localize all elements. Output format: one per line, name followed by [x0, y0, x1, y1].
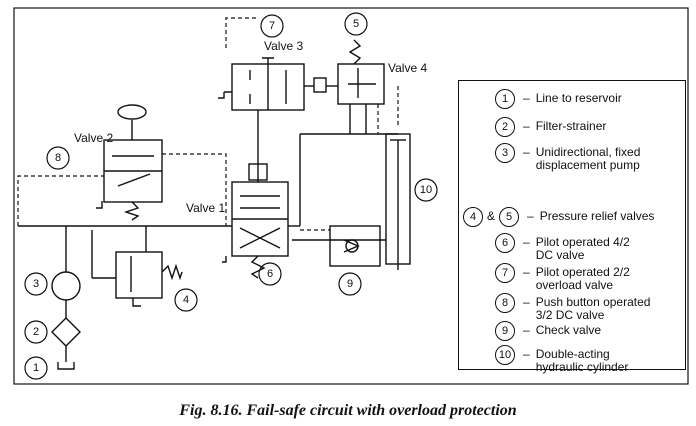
diagram-frame — [13, 7, 689, 385]
legend-dash: – — [523, 119, 530, 133]
legend-number: 9 — [495, 321, 515, 341]
legend-dash: – — [523, 91, 530, 105]
legend-dash: – — [523, 323, 530, 337]
legend-dash: – — [523, 347, 530, 361]
legend-text: Unidirectional, fixed displacement pump — [535, 145, 641, 172]
legend-number: 8 — [495, 293, 515, 313]
legend-number: 2 — [495, 117, 515, 137]
legend-text: Double-acting hydraulic cylinder — [535, 347, 629, 374]
marker-8: 8 — [55, 152, 61, 164]
legend-dash: – — [527, 209, 534, 223]
legend-dash: – — [523, 145, 530, 159]
legend-item-4-5: 4 & 5 – Pressure relief valves — [463, 207, 683, 227]
check-valve-9 — [329, 225, 381, 267]
marker-7: 7 — [269, 20, 275, 32]
reservoir-1-symbol — [57, 362, 75, 370]
legend-text: Push button operated 3/2 DC valve — [535, 295, 651, 322]
valve-3-label: Valve 3 — [264, 39, 303, 53]
legend-text: Check valve — [535, 323, 602, 337]
legend-text: Pressure relief valves — [539, 209, 655, 223]
valve-2-label: Valve 2 — [74, 131, 113, 145]
figure-caption: Fig. 8.16. Fail-safe circuit with overlo… — [179, 402, 517, 419]
valve-4-label: Valve 4 — [388, 61, 427, 75]
legend-number: 1 — [495, 89, 515, 109]
marker-1: 1 — [33, 362, 39, 374]
pump-symbol — [51, 271, 81, 301]
legend-dash: – — [523, 235, 530, 249]
legend-number: 6 — [495, 233, 515, 253]
filter-symbol — [51, 317, 81, 347]
legend-number: 4 — [463, 207, 483, 227]
legend-number: 10 — [495, 345, 515, 365]
marker-5: 5 — [353, 18, 359, 30]
valve-4 — [337, 63, 385, 105]
valve-1-pilot — [248, 163, 268, 181]
marker-4: 4 — [183, 294, 189, 306]
pilot-line-valve-2 — [17, 175, 104, 226]
legend-item-10: 10 – Double-acting hydraulic cylinder — [495, 345, 681, 374]
legend-number: 3 — [495, 143, 515, 163]
legend-number: 5 — [499, 207, 520, 227]
legend-item-8: 8 – Push button operated 3/2 DC valve — [495, 293, 681, 322]
legend-text: Pilot operated 4/2 DC valve — [535, 235, 630, 262]
valve-4-pilot — [313, 77, 327, 93]
legend-text: Pilot operated 2/2 overload valve — [535, 265, 630, 292]
legend-item-6: 6 – Pilot operated 4/2 DC valve — [495, 233, 681, 262]
legend-ampersand: & — [487, 209, 496, 223]
push-button-symbol — [117, 104, 147, 120]
legend-item-3: 3 – Unidirectional, fixed displacement p… — [495, 143, 681, 172]
relief-valve-4 — [115, 251, 163, 299]
marker-3: 3 — [33, 278, 39, 290]
legend-item-1: 1 – Line to reservoir — [495, 89, 681, 109]
legend-number: 7 — [495, 263, 515, 283]
marker-2: 2 — [33, 326, 39, 338]
pilot-line-valve-3 — [225, 17, 256, 48]
legend-dash: – — [523, 265, 530, 279]
marker-9: 9 — [347, 278, 353, 290]
legend-text: Line to reservoir — [535, 91, 622, 105]
legend-item-2: 2 – Filter-strainer — [495, 117, 681, 137]
legend-box: 1 – Line to reservoir 2 – Filter-straine… — [458, 80, 686, 374]
legend-dash: – — [523, 295, 530, 309]
legend-item-7: 7 – Pilot operated 2/2 overload valve — [495, 263, 681, 292]
legend-item-9: 9 – Check valve — [495, 321, 681, 341]
marker-6: 6 — [267, 268, 273, 280]
valve-1-label: Valve 1 — [186, 201, 225, 215]
marker-10: 10 — [420, 184, 432, 196]
legend-text: Filter-strainer — [535, 119, 607, 133]
